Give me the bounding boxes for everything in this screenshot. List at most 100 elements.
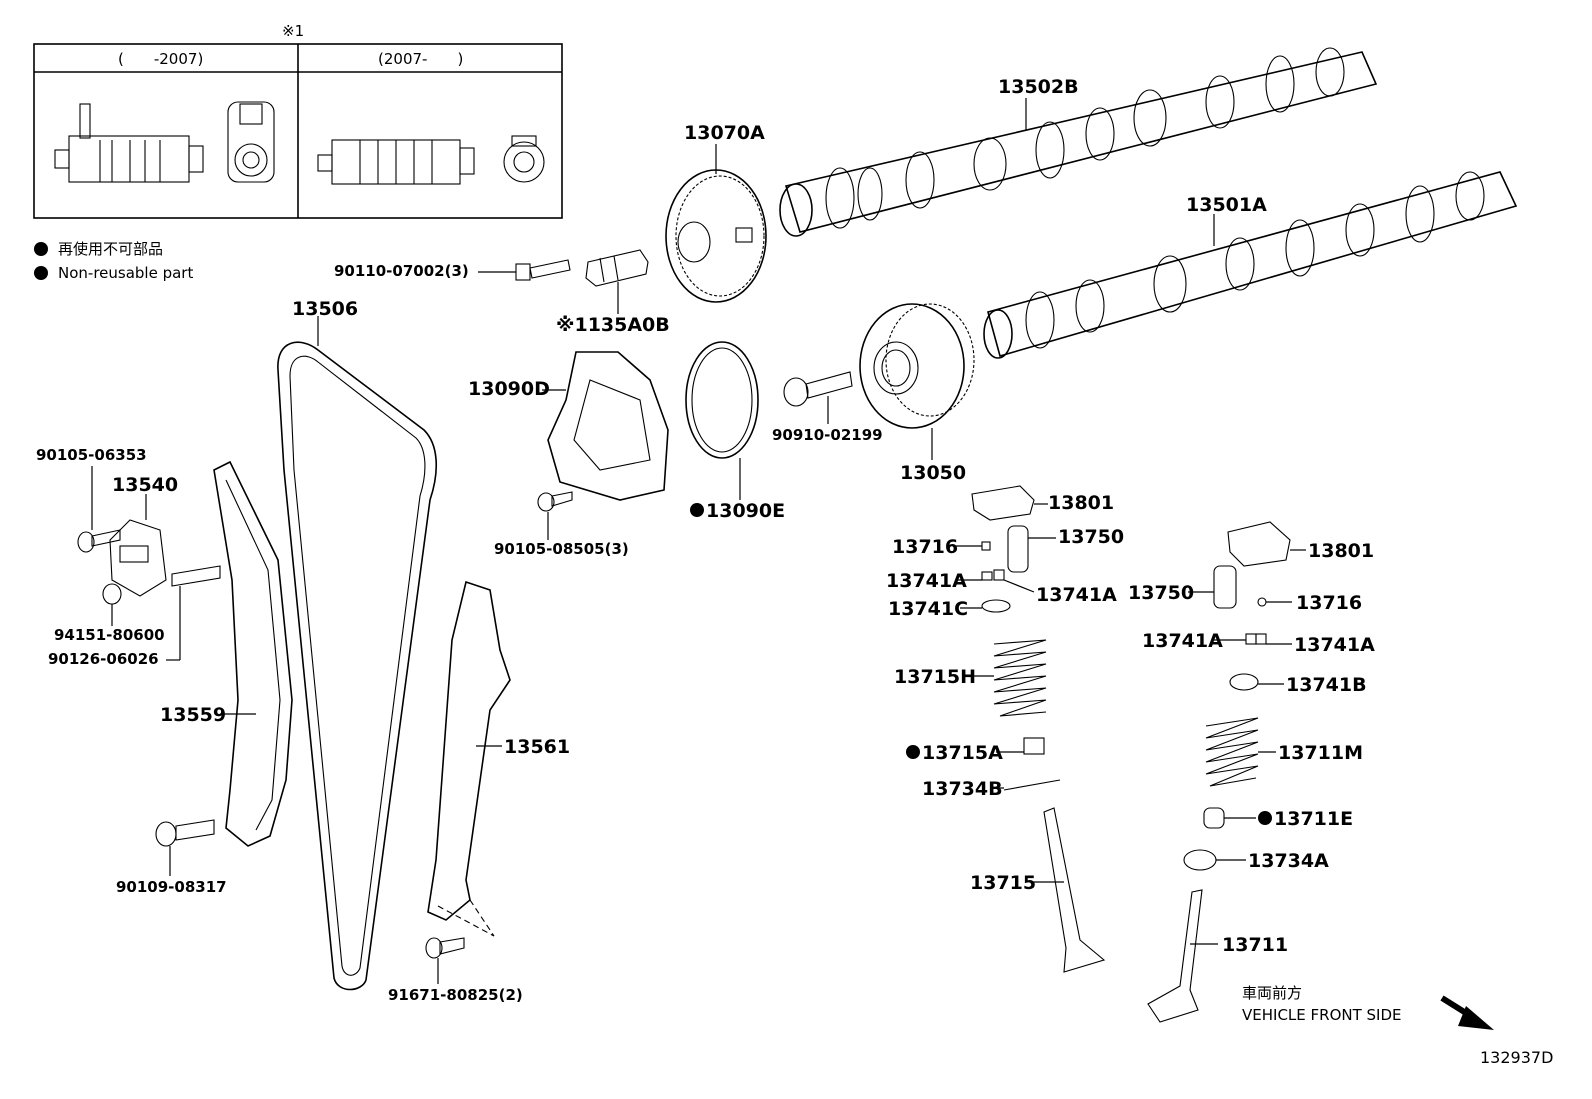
- figure-id: 132937D: [1480, 1048, 1554, 1067]
- ocv-135A0B: [585, 249, 649, 287]
- label-13540: 13540: [112, 474, 179, 496]
- bolt-90910: [783, 371, 853, 407]
- label-13050: 13050: [900, 462, 967, 484]
- stem-seal-13715A: [1023, 737, 1045, 755]
- front-side-jp: 車両前方: [1242, 984, 1303, 1002]
- label-13715A-text: 13715A: [922, 742, 1003, 764]
- label-91671: 91671-80825(2): [388, 986, 523, 1004]
- camshaft-13502B: [779, 47, 1378, 237]
- valve-spring-13711M: [1205, 717, 1259, 787]
- label-90126: 90126-06026: [48, 650, 159, 668]
- label-13741B: 13741B: [1286, 674, 1367, 696]
- front-side-en: VEHICLE FRONT SIDE: [1242, 1006, 1402, 1024]
- inset-col2-header: (2007- ): [378, 50, 464, 68]
- pad-13716-b: [1257, 597, 1267, 607]
- valve-spring-13715H: [993, 639, 1047, 717]
- leader-lines: [91, 98, 1306, 984]
- label-13090E-text: 13090E: [706, 500, 786, 522]
- legend-jp: 再使用不可部品: [34, 242, 163, 257]
- label-13090D: 13090D: [468, 378, 550, 400]
- bolt-90105-08505: [537, 491, 573, 512]
- label-94151: 94151-80600: [54, 626, 165, 644]
- bullet-icon: [34, 266, 48, 280]
- keepers-13741A-b: [1245, 633, 1267, 645]
- tensioner-13540: [109, 519, 167, 597]
- chain-guide-13561: [427, 580, 511, 937]
- inset-col1-header: ( -2007): [118, 50, 204, 68]
- legend-jp-text: 再使用不可部品: [58, 240, 164, 258]
- label-90109: 90109-08317: [116, 878, 227, 896]
- label-13741A-d: 13741A: [1294, 634, 1375, 656]
- non-reusable-icon: [906, 745, 920, 759]
- label-90910: 90910-02199: [772, 426, 883, 444]
- vehicle-front-arrow: [1440, 995, 1494, 1030]
- label-13711M: 13711M: [1278, 742, 1364, 764]
- cam-timing-gear-13070A: [665, 169, 767, 303]
- label-13715H: 13715H: [894, 666, 977, 688]
- rocker-arm-13801-a: [971, 485, 1035, 521]
- label-13090E: 13090E: [690, 502, 785, 521]
- washer-13734A: [1183, 849, 1217, 871]
- keepers-13741A-a: [981, 569, 1005, 581]
- label-13716-a: 13716: [892, 536, 959, 558]
- label-13501A: 13501A: [1186, 194, 1267, 216]
- camshaft-13501A: [983, 171, 1518, 359]
- label-13741A-a: 13741A: [886, 570, 967, 592]
- label-13561: 13561: [504, 736, 571, 758]
- ocv-new-illustration: [317, 135, 545, 185]
- label-13741A-b: 13741A: [1036, 584, 1117, 606]
- legend-en: Non-reusable part: [34, 266, 193, 281]
- bolt-90105-06353: [77, 529, 121, 553]
- label-13750-b: 13750: [1128, 582, 1195, 604]
- retainer-13741B: [1229, 673, 1259, 691]
- valve-13711: [1147, 889, 1203, 1023]
- rocker-arm-13801-b: [1227, 521, 1291, 567]
- label-13711: 13711: [1222, 934, 1289, 956]
- valve-13715: [1043, 807, 1106, 973]
- retainer-13741C: [981, 599, 1011, 613]
- nut-94151: [102, 583, 122, 605]
- label-13711E-text: 13711E: [1274, 808, 1354, 830]
- non-reusable-icon: [1258, 811, 1272, 825]
- bullet-icon: [34, 242, 48, 256]
- lash-adjuster-13750-b: [1213, 565, 1237, 609]
- bolt-90109: [155, 819, 215, 847]
- chain-guide-13559: [213, 460, 293, 847]
- label-13502B: 13502B: [998, 76, 1079, 98]
- gasket-13090E: [685, 341, 759, 459]
- label-13506: 13506: [292, 298, 359, 320]
- ocv-old-illustration: [54, 101, 275, 183]
- bolt-91671: [425, 937, 465, 959]
- label-13716-b: 13716: [1296, 592, 1363, 614]
- pad-13716-a: [981, 541, 991, 551]
- cam-timing-gear-13050: [859, 303, 975, 429]
- label-13734A: 13734A: [1248, 850, 1329, 872]
- label-90110: 90110-07002(3): [334, 262, 469, 280]
- stud-90126: [171, 565, 221, 587]
- inset-marker: ※1: [282, 22, 305, 40]
- label-13715: 13715: [970, 872, 1037, 894]
- stem-seal-13711E: [1203, 807, 1225, 829]
- label-90105-06353: 90105-06353: [36, 446, 147, 464]
- label-13559: 13559: [160, 704, 227, 726]
- label-13750-a: 13750: [1058, 526, 1125, 548]
- timing-cover-13090D: [547, 351, 669, 501]
- label-90105-08505: 90105-08505(3): [494, 540, 629, 558]
- label-135A0B: ※1135A0B: [556, 314, 670, 336]
- label-13741C: 13741C: [888, 598, 969, 620]
- label-13801-a: 13801: [1048, 492, 1115, 514]
- lash-adjuster-13750-a: [1007, 525, 1029, 573]
- label-13070A: 13070A: [684, 122, 765, 144]
- oil-seal-13734B: [1003, 779, 1061, 791]
- non-reusable-icon: [690, 503, 704, 517]
- label-13741A-c: 13741A: [1142, 630, 1223, 652]
- legend-en-text: Non-reusable part: [58, 264, 194, 282]
- timing-chain-13506: [277, 341, 438, 991]
- label-13734B: 13734B: [922, 778, 1003, 800]
- bolt-90110: [515, 259, 571, 281]
- inset-box: [33, 43, 563, 219]
- label-13801-b: 13801: [1308, 540, 1375, 562]
- label-13715A: 13715A: [906, 744, 1003, 763]
- label-13711E: 13711E: [1258, 810, 1353, 829]
